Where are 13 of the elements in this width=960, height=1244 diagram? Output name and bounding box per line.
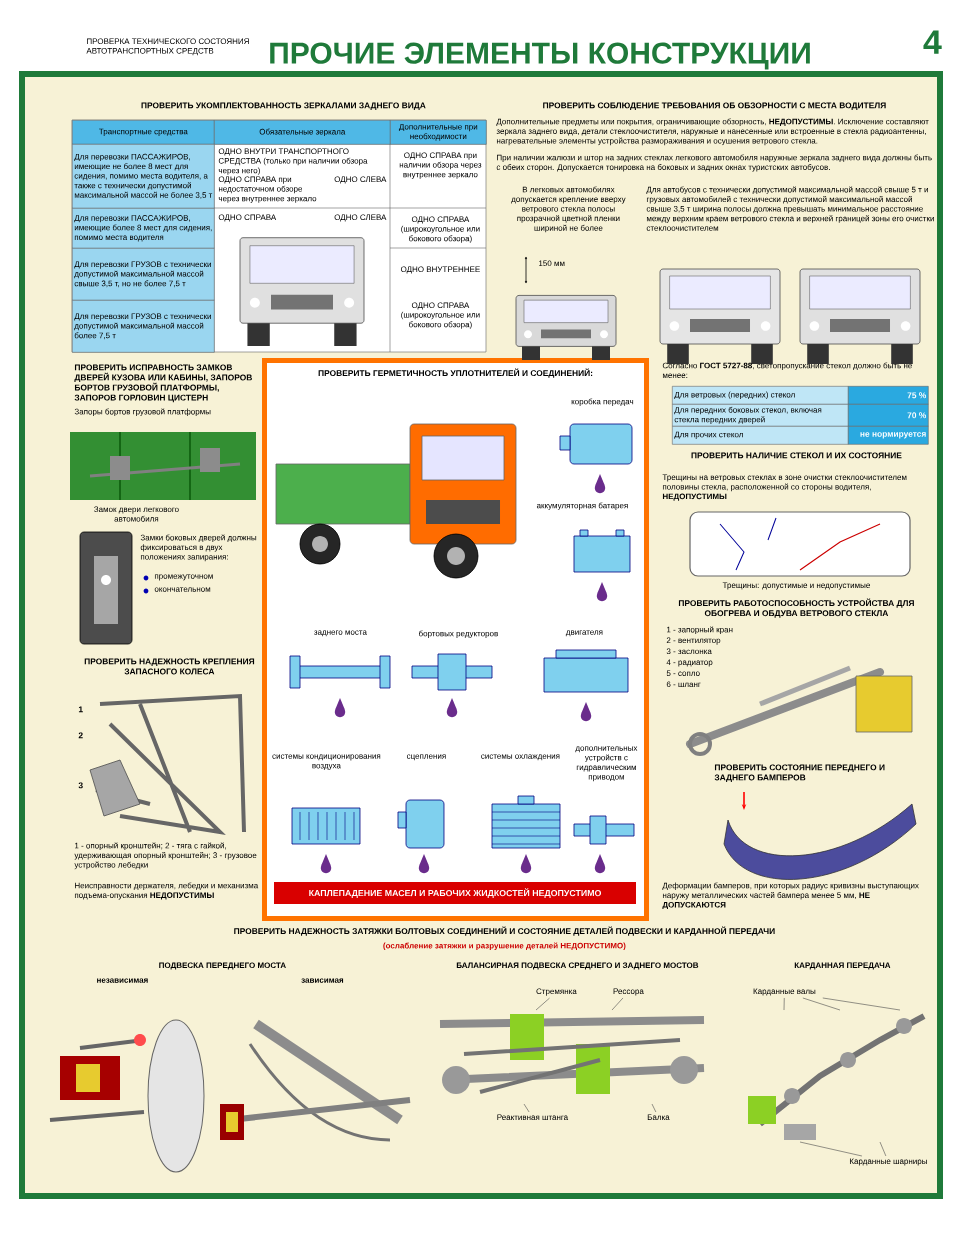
cardan-shaft-drawing [748,1013,926,1140]
leader-line [879,1141,887,1157]
leader-line [535,997,550,1011]
leader-line [523,1103,530,1113]
page-number: 4 [923,30,942,54]
leader-line [783,997,785,1011]
leader-line [799,1141,863,1157]
leader-line [822,997,901,1011]
balance-suspension-drawing [436,1014,708,1094]
leader-line [802,997,841,1011]
leader-line [611,997,624,1011]
page-title: ПРОЧИЕ ЭЛЕМЕНТЫ КОНСТРУКЦИИ [270,42,810,70]
leader-line [651,1103,657,1113]
